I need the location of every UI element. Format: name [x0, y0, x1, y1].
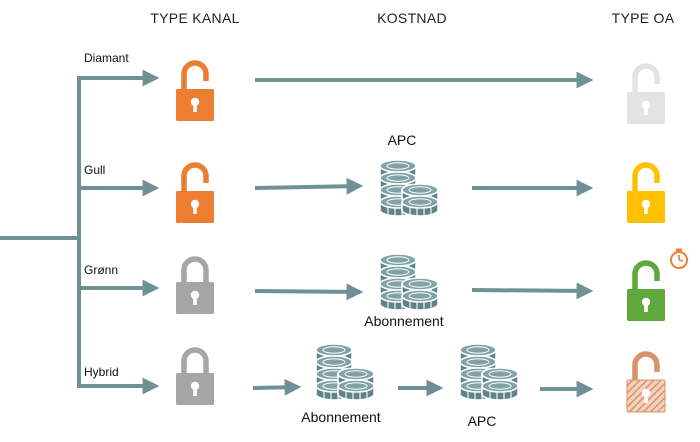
channel-lock-hybrid-icon: [176, 350, 214, 405]
row-label-gull: Gull: [84, 163, 105, 177]
oa-lock-hybrid-icon: [626, 351, 666, 413]
arrow-gronn-to-cost: [254, 283, 364, 301]
branch-tree: [0, 69, 160, 395]
cost-label-gronn-abonnement: Abonnement: [364, 313, 444, 329]
coins-hybrid-subscription-icon: [316, 344, 374, 400]
channel-lock-gronn-icon: [176, 259, 214, 314]
cost-label-gull-apc: APC: [388, 132, 417, 148]
header-type-kanal: TYPE KANAL: [150, 10, 239, 26]
channel-lock-gull-icon: [176, 165, 214, 223]
oa-lock-gronn-icon: [627, 263, 665, 321]
oa-lock-gull-icon: [627, 165, 665, 223]
coins-gull-icon: [380, 160, 438, 216]
stopwatch-icon: [670, 248, 688, 269]
coins-hybrid-apc-icon: [460, 344, 518, 400]
row-label-hybrid: Hybrid: [84, 365, 119, 379]
oa-lock-diamant-icon: [627, 66, 665, 124]
channel-lock-diamant-icon: [176, 63, 214, 121]
row-label-diamant: Diamant: [84, 51, 129, 65]
arrow-gull-to-cost: [254, 177, 364, 195]
arrow-hybrid-to-cost1: [252, 378, 302, 396]
row-label-gronn: Grønn: [84, 263, 118, 277]
coins-gronn-icon: [380, 254, 438, 310]
cost-label-hybrid-abonnement: Abonnement: [301, 409, 381, 425]
arrow-gronn-to-oa: [471, 282, 594, 300]
header-kostnad: KOSTNAD: [377, 10, 447, 26]
header-type-oa: TYPE OA: [612, 10, 675, 26]
cost-label-hybrid-apc: APC: [468, 413, 497, 429]
